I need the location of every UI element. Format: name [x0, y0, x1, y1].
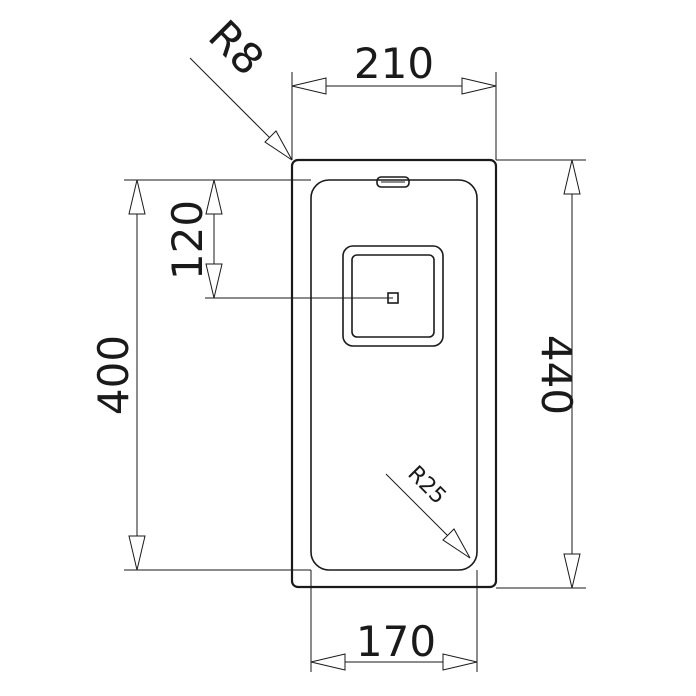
arrow-210-right: [461, 77, 497, 95]
dim-label-400: 400: [89, 335, 138, 415]
dim-label-r25: R25: [402, 461, 450, 509]
arrow-400-bottom: [128, 535, 146, 571]
arrow-170-right: [442, 653, 478, 671]
arrow-r25: [442, 528, 471, 559]
arrow-r8: [264, 130, 293, 161]
overflow-slot: [376, 176, 410, 188]
arrow-400-top: [128, 179, 146, 215]
arrow-440-bottom: [563, 553, 581, 589]
dim-label-r8: R8: [199, 11, 273, 85]
dim-label-170: 170: [356, 617, 436, 666]
sink-bowl-outline: [310, 179, 478, 571]
drain-inner: [351, 254, 435, 338]
dim-label-120: 120: [163, 200, 212, 280]
arrow-120-top: [205, 179, 223, 215]
sink-outer-outline: [290, 158, 498, 589]
arrow-170-left: [310, 653, 346, 671]
arrow-210-left: [291, 77, 327, 95]
arrow-120-bottom: [205, 263, 223, 299]
dim-label-210: 210: [354, 39, 434, 88]
dim-label-440: 440: [532, 335, 581, 415]
arrow-440-top: [563, 159, 581, 195]
drain-outer: [342, 245, 444, 347]
